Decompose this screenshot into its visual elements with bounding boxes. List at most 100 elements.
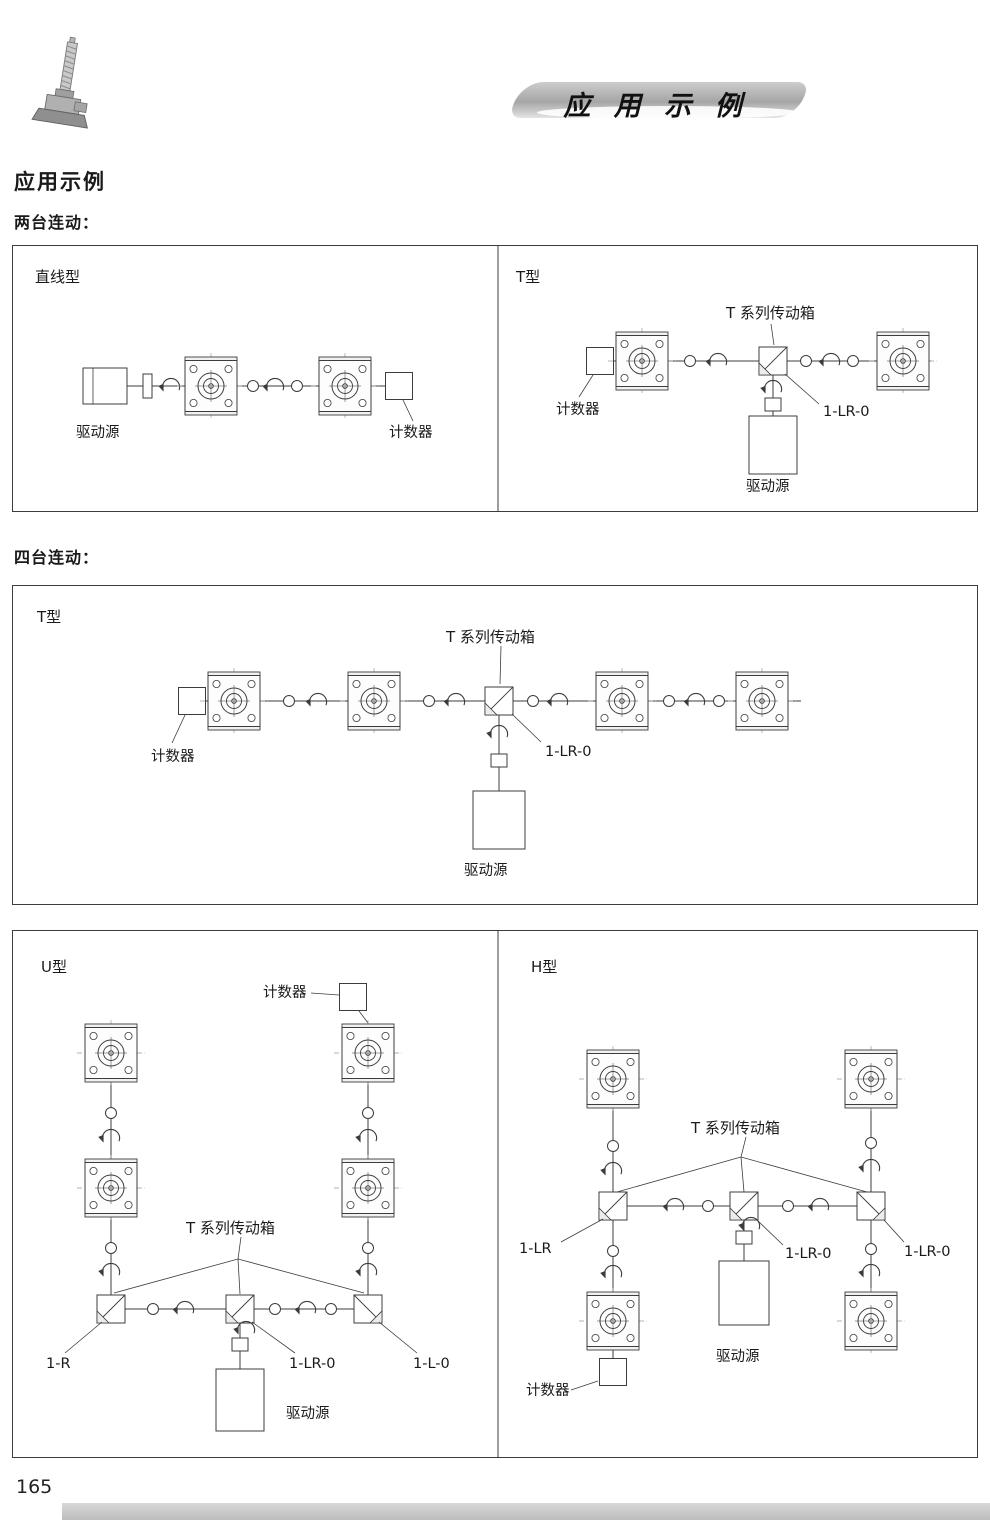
t-type-label: T型: [36, 608, 61, 626]
gearbox-icon: [587, 667, 657, 735]
counter-label: 计数器: [556, 401, 600, 418]
gearbox-icon: [727, 667, 797, 735]
junction-box-icon: [758, 346, 788, 376]
coupling-block: [764, 397, 782, 412]
coupling-block: [490, 753, 508, 768]
counter-box: [385, 372, 413, 400]
counter-label: 计数器: [151, 748, 195, 765]
coupling-circles: [105, 1107, 374, 1254]
leader-line: [570, 1380, 599, 1391]
drive-source-label: 驱动源: [76, 424, 120, 441]
rotation-arrow-icon: [266, 378, 283, 390]
junction-box-icon: [96, 1294, 126, 1324]
drive-source-label: 驱动源: [746, 478, 790, 495]
rotation-arrow-icon: [811, 1198, 828, 1210]
drive-cylinder: [718, 1260, 770, 1326]
counter-label: 计数器: [389, 424, 433, 441]
drive-cylinder: [472, 790, 526, 850]
gearbox-series-label: T 系列传动箱: [690, 1119, 780, 1137]
rotation-arrow-icon: [550, 693, 567, 705]
leader-line: [64, 1321, 103, 1354]
u-h-diagram: U型 计数器: [41, 931, 950, 1457]
gearbox-icon: [76, 1019, 146, 1087]
junction-box-icon: [225, 1294, 255, 1324]
gearbox-icon: [578, 1045, 648, 1113]
coupling-circle: [423, 695, 435, 707]
straight-type-label: 直线型: [35, 268, 80, 286]
rotation-arrow-icon: [709, 353, 726, 365]
counter-box: [599, 1358, 627, 1386]
junction-box-icon: [484, 686, 514, 716]
gearbox-icon: [333, 1154, 403, 1222]
leader-line: [378, 1321, 418, 1354]
two-unit-diagram: 直线型 驱动源 计数器 T型 T 系列传动箱: [35, 246, 938, 511]
model-label: 1-LR-0: [823, 404, 869, 420]
coupling-circle: [283, 695, 295, 707]
coupling-circle: [684, 355, 696, 367]
leader-line: [171, 714, 186, 744]
leader-line: [784, 373, 820, 405]
leader-line: [358, 1010, 369, 1024]
coupling-circle: [847, 355, 859, 367]
screw-jack-icon: [31, 36, 88, 129]
rotation-arrow-icon: [162, 378, 179, 390]
gearbox-series-label: T 系列传动箱: [725, 304, 815, 322]
counter-label: 计数器: [263, 984, 307, 1001]
gearbox-icon: [176, 352, 246, 420]
coupling-circle: [663, 695, 675, 707]
leader-line: [560, 1218, 604, 1243]
coupling-circles: [607, 1137, 877, 1257]
t-type-diagram: T型 T 系列传动箱 计数器 驱动源 1-LR-0: [515, 268, 938, 495]
coupling-circle: [800, 355, 812, 367]
header-banner: 应 用 示 例: [503, 79, 810, 122]
t-type-label: T型: [515, 268, 540, 286]
leader-line: [251, 1321, 296, 1354]
page-title: 应用示例: [14, 170, 106, 194]
section-title-four-unit: 四台连动：: [14, 548, 100, 567]
gearbox-icon: [607, 327, 677, 395]
gearbox-icon: [199, 667, 269, 735]
counter-box: [339, 983, 367, 1011]
model-left-label: 1-LR: [519, 1241, 552, 1257]
straight-diagram: 直线型 驱动源 计数器: [35, 268, 433, 441]
drive-cylinder: [748, 415, 798, 475]
h-type-diagram: H型 T 系列传动箱: [519, 958, 950, 1399]
gearbox-icon: [310, 352, 380, 420]
gearbox-icon: [333, 1019, 403, 1087]
gearbox-icon: [868, 327, 938, 395]
model-right-label: 1-L-0: [413, 1356, 450, 1372]
junction-box-icon: [856, 1191, 886, 1221]
gearbox-icon: [76, 1154, 146, 1222]
gearbox-icon: [836, 1287, 906, 1355]
leader-line: [511, 713, 542, 743]
model-right-label: 1-LR-0: [904, 1244, 950, 1260]
u-type-diagram: U型 计数器: [41, 958, 450, 1432]
model-mid-label: 1-LR-0: [785, 1246, 831, 1262]
rotation-arrow-icon: [176, 1301, 193, 1313]
rotation-arrow-icon: [687, 693, 704, 705]
rotation-arrow-icon: [822, 353, 839, 365]
junction-box-icon: [353, 1294, 383, 1324]
footer-bar: [62, 1503, 990, 1520]
header-title: 应 用 示 例: [563, 91, 749, 122]
rotation-arrow-icon: [298, 1301, 315, 1313]
four-unit-t-diagram: T型 T 系列传动箱 计数器 驱动源 1-LR-0: [36, 608, 801, 879]
leader-fan: [113, 1236, 365, 1295]
rotation-arrow-icon: [666, 1198, 683, 1210]
coupling-block: [231, 1337, 249, 1352]
drive-source-label: 驱动源: [286, 1405, 330, 1422]
motor-icon: [82, 367, 128, 405]
counter-label: 计数器: [526, 1382, 570, 1399]
gearbox-icon: [339, 667, 409, 735]
junction-box-icon: [729, 1191, 759, 1221]
junction-box-icon: [598, 1191, 628, 1221]
coupling-circle: [713, 695, 725, 707]
u-type-label: U型: [41, 958, 67, 976]
page-number: 165: [16, 1476, 53, 1498]
model-label: 1-LR-0: [545, 744, 591, 760]
u-h-panel: U型 计数器: [12, 930, 978, 1458]
coupling-block: [142, 373, 153, 399]
section-title-two-unit: 两台连动：: [14, 213, 100, 232]
drive-source-label: 驱动源: [716, 1348, 760, 1365]
model-mid-label: 1-LR-0: [289, 1356, 335, 1372]
